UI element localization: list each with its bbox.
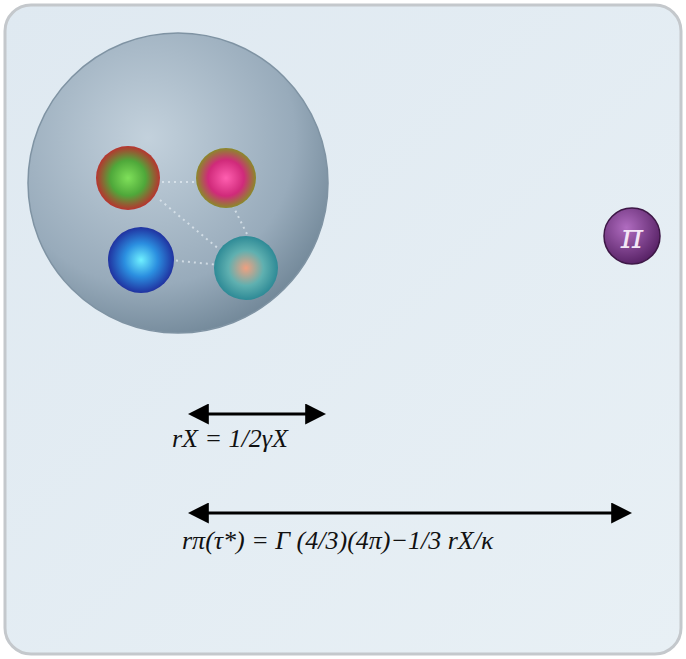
pion-ball: π (602, 206, 662, 266)
dimension-label: rπ(τ*) = Γ (4/3)(4π)−1/3 rX/κ (182, 526, 493, 556)
pion-symbol: π (602, 206, 662, 266)
dimension-label: rX = 1/2γX (172, 424, 288, 454)
